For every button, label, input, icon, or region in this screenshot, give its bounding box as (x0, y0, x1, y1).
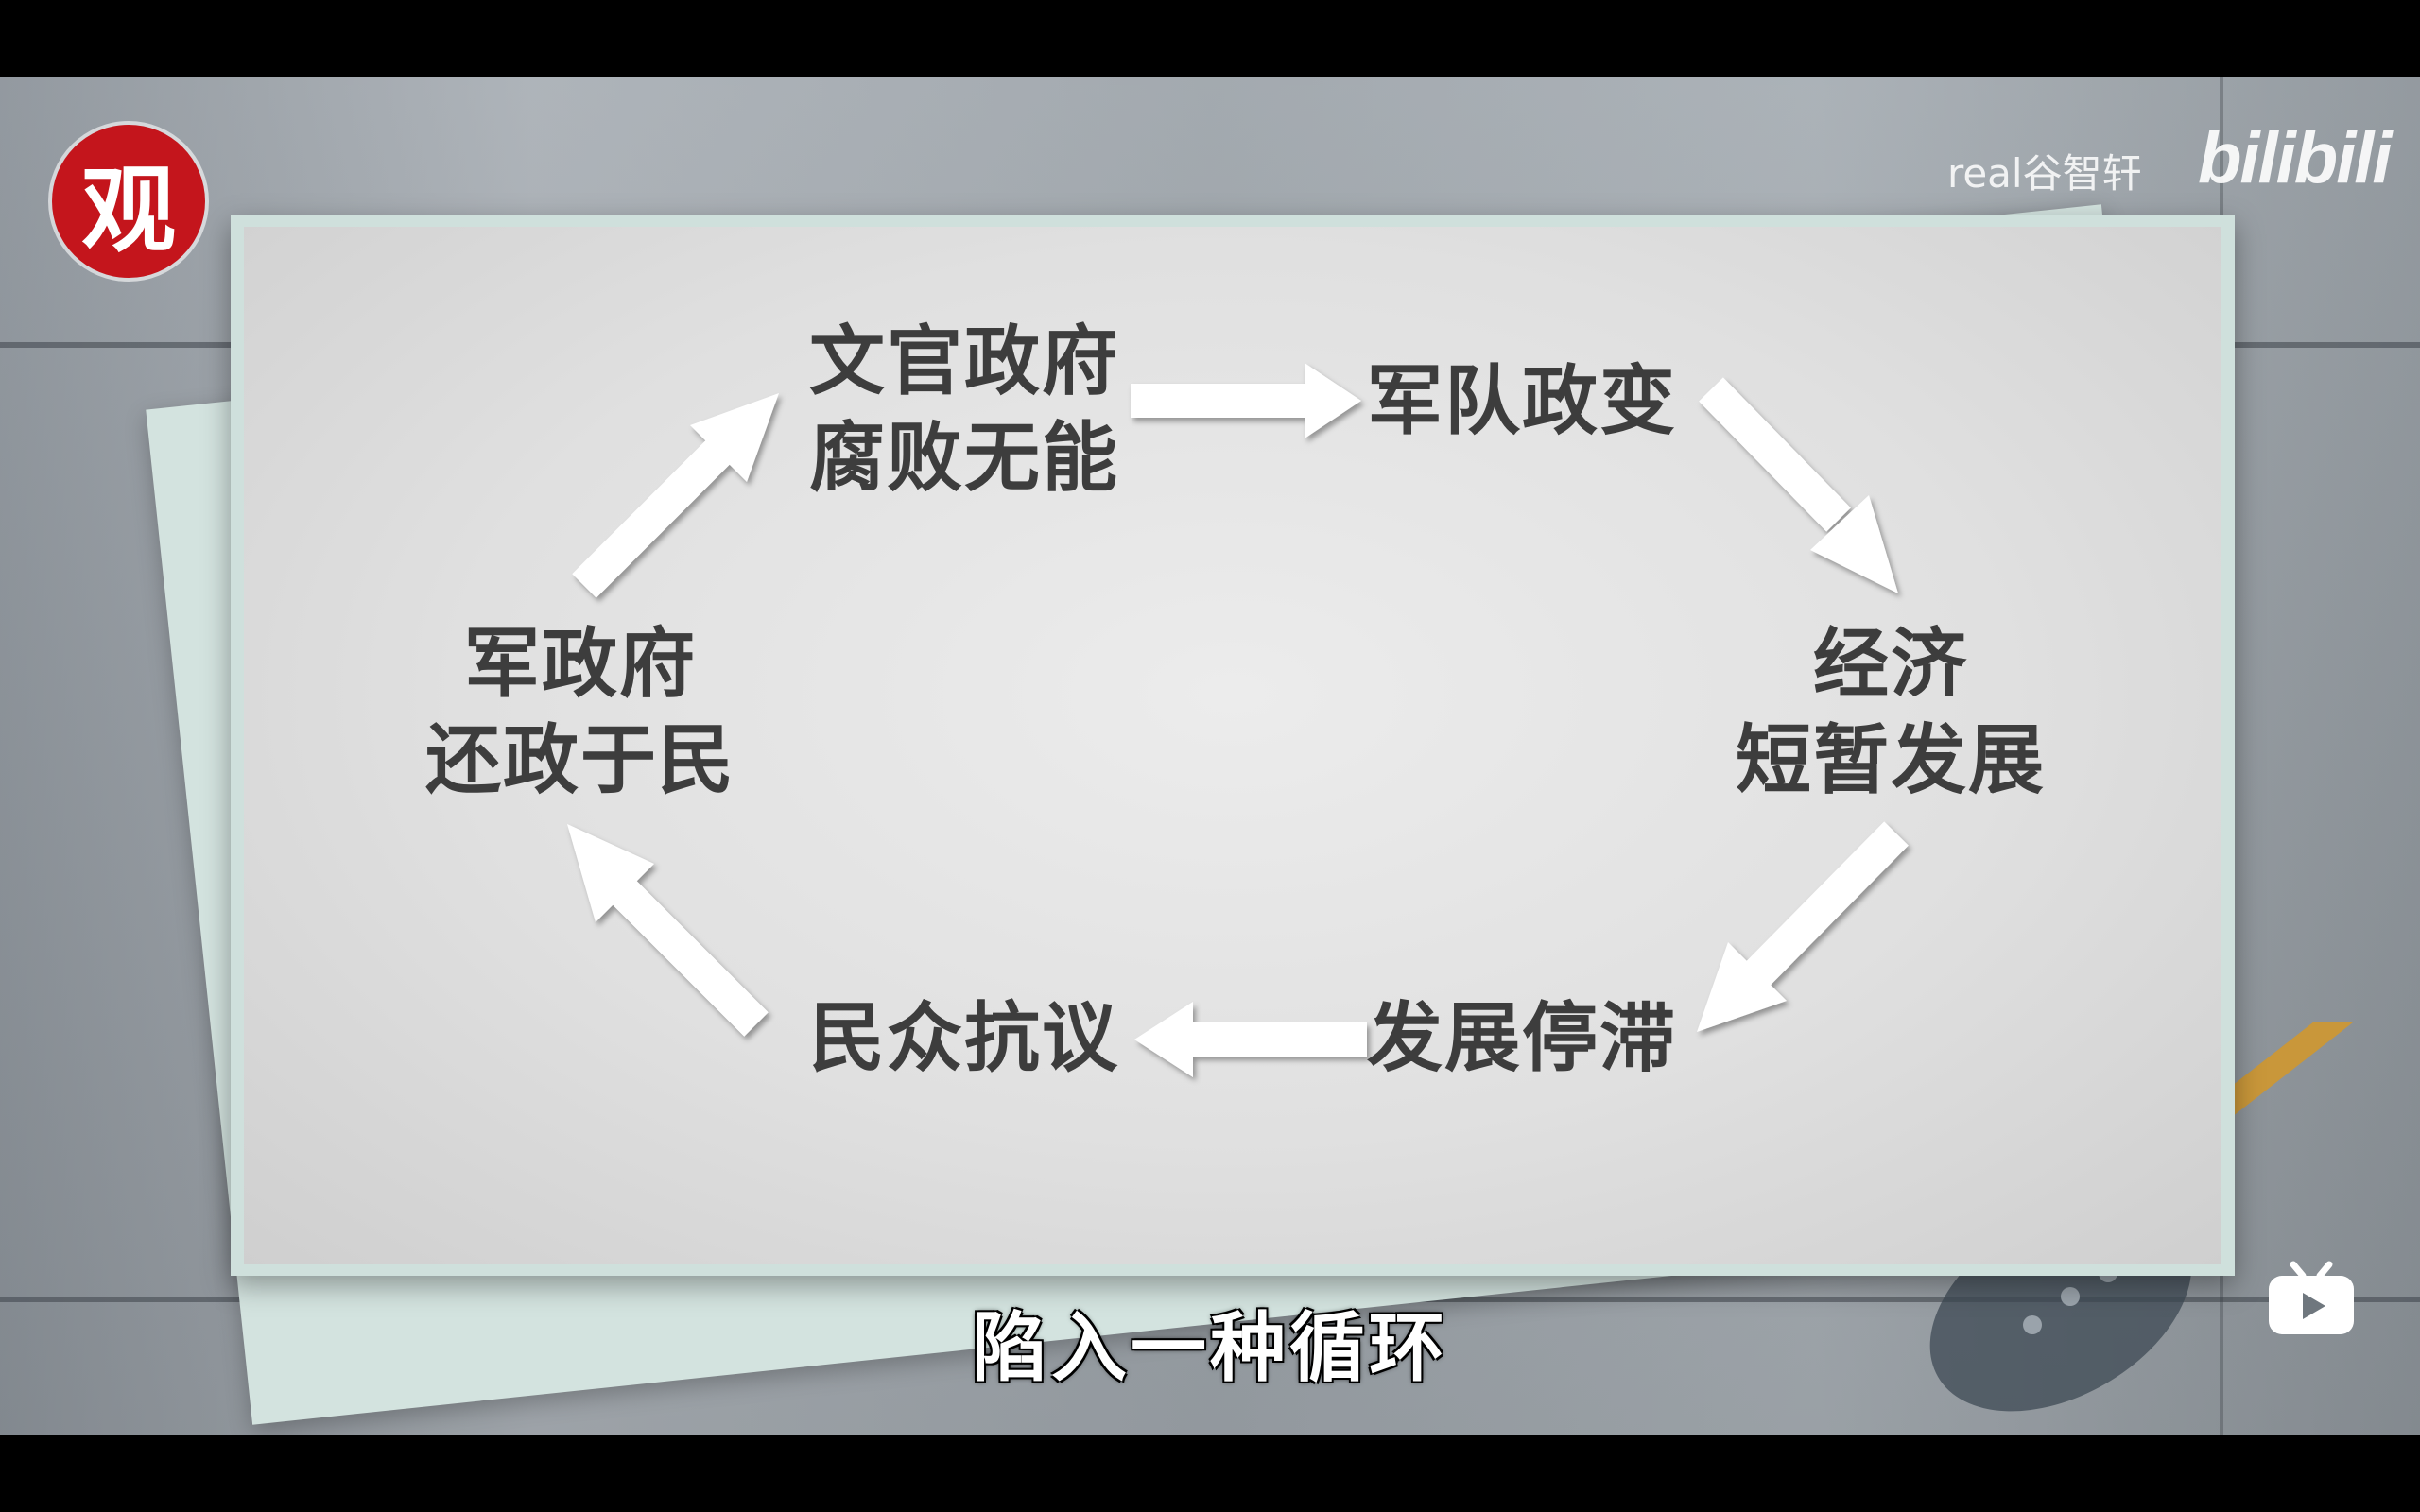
letterbox-top (0, 0, 2420, 77)
cycle-arrows (567, 363, 1909, 1077)
arrow-protest-to-return (567, 824, 769, 1037)
arrow-growth-to-stagnation (1697, 821, 1909, 1032)
node-military-coup: 军队政变 (1361, 353, 1683, 450)
node-line: 经济 (1813, 620, 1968, 708)
letterbox-bottom (0, 1435, 2420, 1512)
node-civil-government: 文官政府 腐败无能 (804, 314, 1125, 507)
channel-logo-text: 观 (81, 154, 176, 266)
node-line: 军队政变 (1367, 357, 1677, 445)
node-military-return: 军政府 还政于民 (420, 616, 741, 809)
arrow-stagnation-to-protest (1134, 1002, 1367, 1077)
node-line: 文官政府 (809, 318, 1119, 405)
node-line: 短暂发展 (1736, 716, 2046, 804)
arrow-return-to-civil (572, 393, 779, 598)
arrow-civil-to-coup (1131, 363, 1361, 438)
bilibili-tv-icon (2269, 1261, 2354, 1334)
channel-logo: 观 (52, 125, 205, 278)
node-line: 军政府 (464, 620, 697, 708)
uploader-watermark: real谷智轩 (1947, 150, 2142, 197)
node-line: 发展停滞 (1367, 994, 1677, 1082)
node-stagnation: 发展停滞 (1361, 990, 1683, 1087)
node-public-protest: 民众抗议 (804, 990, 1125, 1087)
node-line: 民众抗议 (809, 994, 1119, 1082)
arrow-coup-to-growth (1699, 377, 1898, 593)
video-subtitle: 陷入一种循环 (972, 1304, 1448, 1392)
video-frame[interactable]: 文官政府 腐败无能 军队政变 经济 短暂发展 发展停滞 民众抗议 军政府 还政于… (0, 77, 2420, 1435)
node-line: 腐败无能 (809, 414, 1119, 502)
bilibili-wordmark: bilibili (2198, 118, 2393, 198)
node-economic-growth: 经济 短暂发展 (1730, 616, 2051, 809)
node-line: 还政于民 (425, 716, 735, 804)
